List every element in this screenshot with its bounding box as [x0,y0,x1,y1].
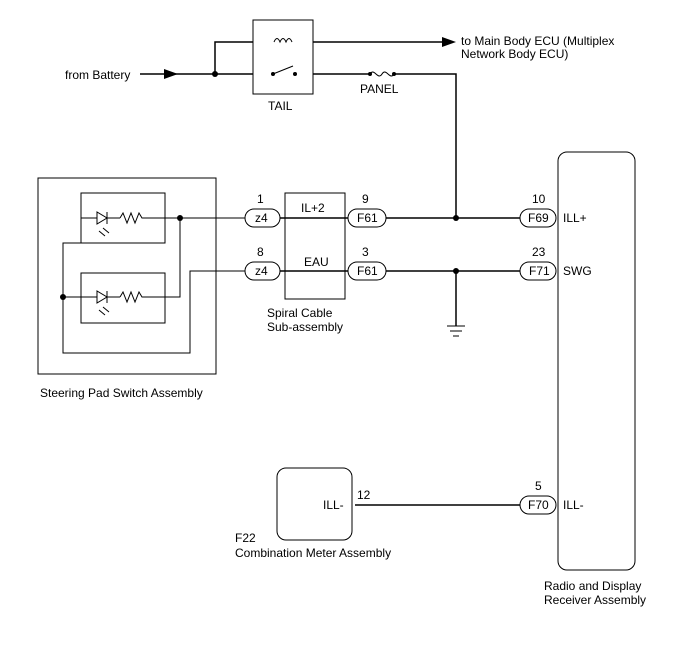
spiral-cable-label-line2: Sub-assembly [267,320,343,334]
connector-z4-top: z4 [255,211,268,225]
meter-ill-minus-label: ILL- [323,498,344,512]
ground-icon [447,325,465,337]
connector-f69: F69 [528,211,549,225]
steering-pad-switch-assembly: Steering Pad Switch Assembly [37,177,245,400]
pin-1: 1 [257,192,264,206]
tail-relay: TAIL [252,19,314,113]
connector-z4-bottom: z4 [255,264,268,278]
pin-10: 10 [532,192,546,206]
led-icon-upper [96,211,108,225]
pin-8: 8 [257,245,264,259]
main-ecu-label-line1: to Main Body ECU (Multiplex [461,34,614,48]
ill-minus-label: ILL- [563,498,584,512]
resistor-icon-lower [119,290,165,304]
combination-meter-assembly: ILL- 12 F22 Combination Meter Assembly [235,467,391,560]
battery-arrow-icon [164,69,178,79]
signal-eau: EAU [304,255,329,269]
battery-label: from Battery [65,68,130,82]
radio-wiring [355,217,520,506]
pin-23: 23 [532,245,546,259]
ill-plus-label: ILL+ [563,211,587,225]
connector-f22: F22 [235,531,256,545]
signal-il2: IL+2 [301,201,325,215]
radio-display-receiver-assembly: F69 10 ILL+ F71 23 SWG F70 5 ILL- Radio … [519,151,646,607]
resistor-icon-upper [119,211,165,225]
relay-coil-icon [273,38,293,44]
pin-5: 5 [535,479,542,493]
pin-12: 12 [357,488,371,502]
radio-label-line2: Receiver Assembly [544,593,646,607]
pin-9: 9 [362,192,369,206]
led-icon-lower [96,290,108,304]
pin-3: 3 [362,245,369,259]
panel-fuse: PANEL [313,71,459,221]
radio-label-line1: Radio and Display [544,579,641,593]
relay-switch-icon [272,65,294,75]
connector-f71: F71 [529,264,550,278]
tail-label: TAIL [268,99,293,113]
connector-f61-top: F61 [357,211,378,225]
main-ecu-label-line2: Network Body ECU) [461,47,568,61]
connector-f70: F70 [528,498,549,512]
steering-pad-label: Steering Pad Switch Assembly [40,386,203,400]
swg-label: SWG [563,264,592,278]
spiral-cable-label-line1: Spiral Cable [267,306,333,320]
meter-label: Combination Meter Assembly [235,546,391,560]
panel-label: PANEL [360,82,399,96]
main-ecu-arrow-icon [442,37,456,47]
connector-f61-bottom: F61 [357,264,378,278]
battery-feed: from Battery to Main Body ECU (Multiplex… [65,34,614,82]
spiral-cable-sub-assembly: z4 1 z4 8 IL+2 EAU F61 9 F61 3 Spiral Ca… [244,192,387,334]
fuse-icon [369,71,395,77]
